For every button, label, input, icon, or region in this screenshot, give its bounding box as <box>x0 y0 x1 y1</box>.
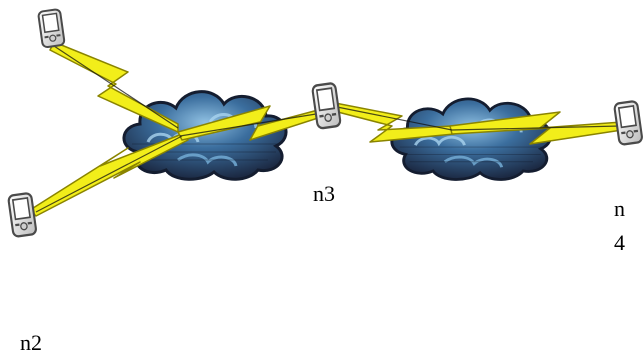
storm-cloud-icon <box>390 97 553 181</box>
node-label-n2: n2 <box>20 330 42 355</box>
pda-device-icon <box>612 99 644 147</box>
pda-device-icon <box>37 7 66 49</box>
pda-device-icon <box>310 81 343 130</box>
node-label-n3: n3 <box>313 181 335 206</box>
node-label-n4-line1: n <box>614 196 625 221</box>
link-line <box>35 45 621 213</box>
node-label-n4-line2: 4 <box>614 230 625 255</box>
pda-device-icon <box>6 191 38 239</box>
lightning-link-bottom-left <box>29 133 189 217</box>
